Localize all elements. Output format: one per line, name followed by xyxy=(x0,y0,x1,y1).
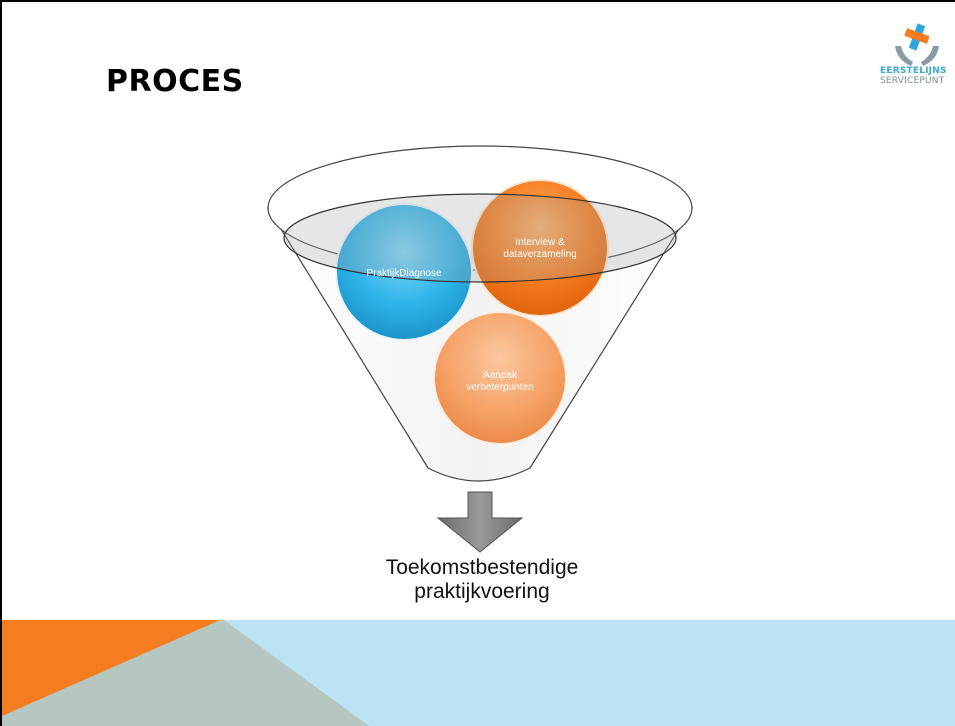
circle-label-interview: Interview & dataverzameling xyxy=(503,237,577,260)
footer-band xyxy=(2,620,955,726)
logo-text-line1: EERSTELIJNS xyxy=(880,66,947,76)
footer-orange-triangle xyxy=(2,620,220,716)
circle-aanpak xyxy=(433,311,567,445)
logo-icon xyxy=(895,23,939,66)
down-arrow-icon xyxy=(436,491,524,553)
circle-praktijkdiagnose xyxy=(335,203,473,341)
circle-label-praktijkdiagnose: PraktijkDiagnose xyxy=(366,268,442,279)
logo-text-line2: SERVICEPUNT xyxy=(880,76,945,86)
slide-title: PROCES xyxy=(106,64,244,99)
result-text: Toekomstbestendige praktijkvoering xyxy=(385,556,579,603)
funnel-rim-inner xyxy=(283,193,677,283)
circle-label-aanpak: Aanpak verbeterpunten xyxy=(466,370,534,393)
